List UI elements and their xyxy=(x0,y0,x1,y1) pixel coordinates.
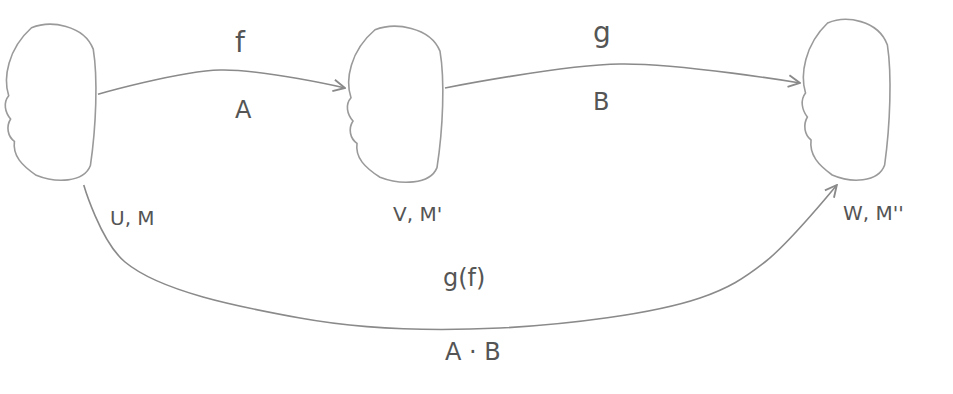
blob-set: U, M xyxy=(3,20,98,185)
set-label: U, M xyxy=(107,206,158,230)
blob-outline xyxy=(3,20,98,185)
set-label: V, M' xyxy=(390,202,445,226)
map-name: g(f) xyxy=(440,264,488,293)
map-name: f xyxy=(232,26,248,60)
matrix-name: B xyxy=(590,88,612,117)
matrix-name: A · B xyxy=(442,338,504,367)
mapping-arrow xyxy=(98,70,345,94)
matrix-name: A xyxy=(232,96,254,125)
blob-outline xyxy=(800,15,892,185)
mapping-arrow xyxy=(445,64,800,88)
blob-outline xyxy=(345,22,445,187)
map-name: g xyxy=(590,16,614,50)
blob-set: V, M' xyxy=(345,22,445,187)
blob-set: W, M'' xyxy=(800,15,892,185)
set-label: W, M'' xyxy=(840,201,907,225)
mapping-arrow xyxy=(84,185,837,329)
